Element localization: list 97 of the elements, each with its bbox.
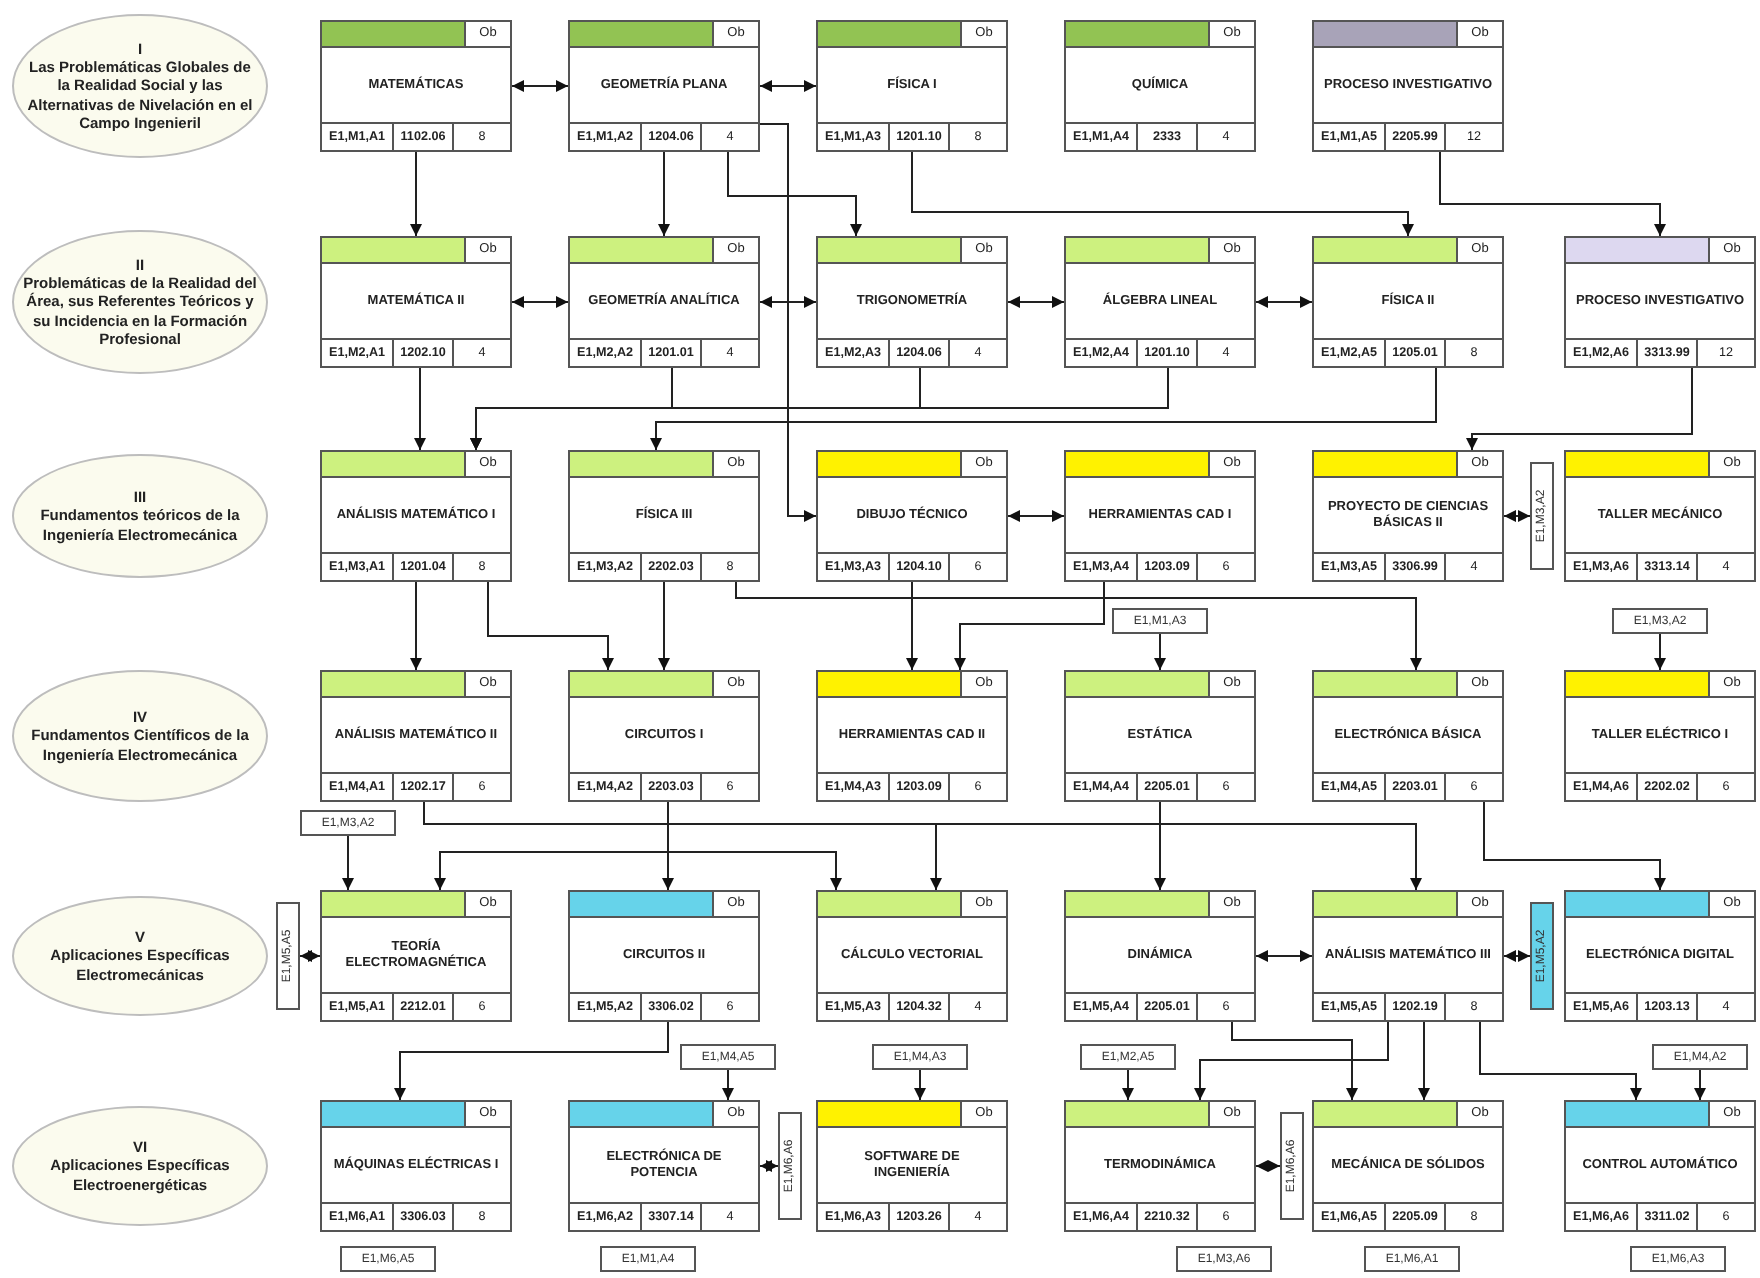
arrow	[658, 151, 670, 237]
course-card	[320, 236, 512, 368]
course-card	[816, 1100, 1008, 1232]
reference-box	[1612, 608, 1708, 634]
arrow	[759, 296, 817, 308]
arrow	[1231, 1021, 1358, 1101]
course-card	[1312, 450, 1504, 582]
arrow	[1418, 1021, 1430, 1101]
arrow	[650, 367, 1437, 451]
arrow	[1654, 633, 1666, 671]
arrow	[1439, 151, 1666, 237]
arrow	[1466, 367, 1693, 451]
course-card	[1064, 450, 1256, 582]
reference-box	[1652, 1044, 1748, 1070]
course-card	[1064, 236, 1256, 368]
course-card	[1312, 890, 1504, 1022]
reference-box	[340, 1246, 436, 1272]
course-card	[1312, 20, 1504, 152]
arrow	[727, 151, 862, 237]
course-card	[568, 450, 760, 582]
course-card	[1312, 670, 1504, 802]
reference-box	[1530, 462, 1554, 570]
arrow	[954, 581, 1105, 671]
arrow	[1154, 633, 1166, 671]
reference-box	[1176, 1246, 1272, 1272]
reference-box	[680, 1044, 776, 1070]
reference-box	[1530, 902, 1554, 1010]
reference-box	[778, 1112, 802, 1220]
arrow	[759, 1160, 779, 1172]
course-card	[816, 450, 1008, 582]
arrow	[410, 151, 422, 237]
arrow	[410, 581, 422, 671]
arrow	[1694, 1069, 1706, 1101]
arrow	[1194, 1021, 1389, 1101]
course-card	[816, 20, 1008, 152]
reference-box	[1112, 608, 1208, 634]
arrow	[1255, 296, 1313, 308]
arrow	[414, 367, 426, 451]
course-card	[1564, 670, 1756, 802]
arrow	[1154, 801, 1166, 891]
course-card	[568, 236, 760, 368]
arrow	[1255, 950, 1313, 962]
arrow	[911, 151, 1414, 237]
course-card	[1064, 20, 1256, 152]
course-card	[1312, 1100, 1504, 1232]
arrow	[1503, 510, 1531, 522]
arrow	[1255, 1160, 1281, 1172]
arrow	[759, 123, 817, 522]
course-card	[320, 1100, 512, 1232]
arrow	[394, 1021, 669, 1101]
arrow	[735, 581, 1422, 671]
course-card	[816, 236, 1008, 368]
course-card	[1564, 236, 1756, 368]
arrow	[658, 581, 670, 671]
course-card	[568, 20, 760, 152]
reference-box	[1280, 1112, 1304, 1220]
arrow	[342, 835, 354, 891]
course-card	[568, 670, 760, 802]
reference-box	[300, 810, 396, 836]
course-card	[1564, 890, 1756, 1022]
arrow	[511, 296, 569, 308]
course-card	[568, 890, 760, 1022]
arrow	[1483, 801, 1666, 891]
course-card	[1312, 236, 1504, 368]
arrow	[487, 581, 614, 671]
course-card	[1564, 1100, 1756, 1232]
arrow	[906, 581, 918, 671]
course-card	[1064, 890, 1256, 1022]
course-card	[1564, 450, 1756, 582]
reference-box	[1630, 1246, 1726, 1272]
arrow	[1007, 510, 1065, 522]
reference-box	[600, 1246, 696, 1272]
arrow	[914, 1069, 926, 1101]
course-card	[816, 670, 1008, 802]
arrow	[423, 801, 942, 891]
course-card	[816, 890, 1008, 1022]
course-card	[320, 670, 512, 802]
arrow	[511, 80, 569, 92]
arrow	[759, 80, 817, 92]
course-card	[320, 450, 512, 582]
course-card	[320, 890, 512, 1022]
course-card	[1064, 670, 1256, 802]
arrow	[1479, 1021, 1642, 1101]
arrow	[667, 801, 842, 891]
arrow	[722, 1069, 734, 1101]
course-card	[320, 20, 512, 152]
arrow	[1503, 950, 1531, 962]
reference-box	[276, 902, 300, 1010]
arrow	[470, 367, 1169, 451]
course-card	[568, 1100, 760, 1232]
arrow	[299, 950, 321, 962]
arrow	[1007, 296, 1065, 308]
arrow	[1122, 1069, 1134, 1101]
reference-box	[1364, 1246, 1460, 1272]
course-card	[1064, 1100, 1256, 1232]
reference-box	[1080, 1044, 1176, 1070]
reference-box	[872, 1044, 968, 1070]
